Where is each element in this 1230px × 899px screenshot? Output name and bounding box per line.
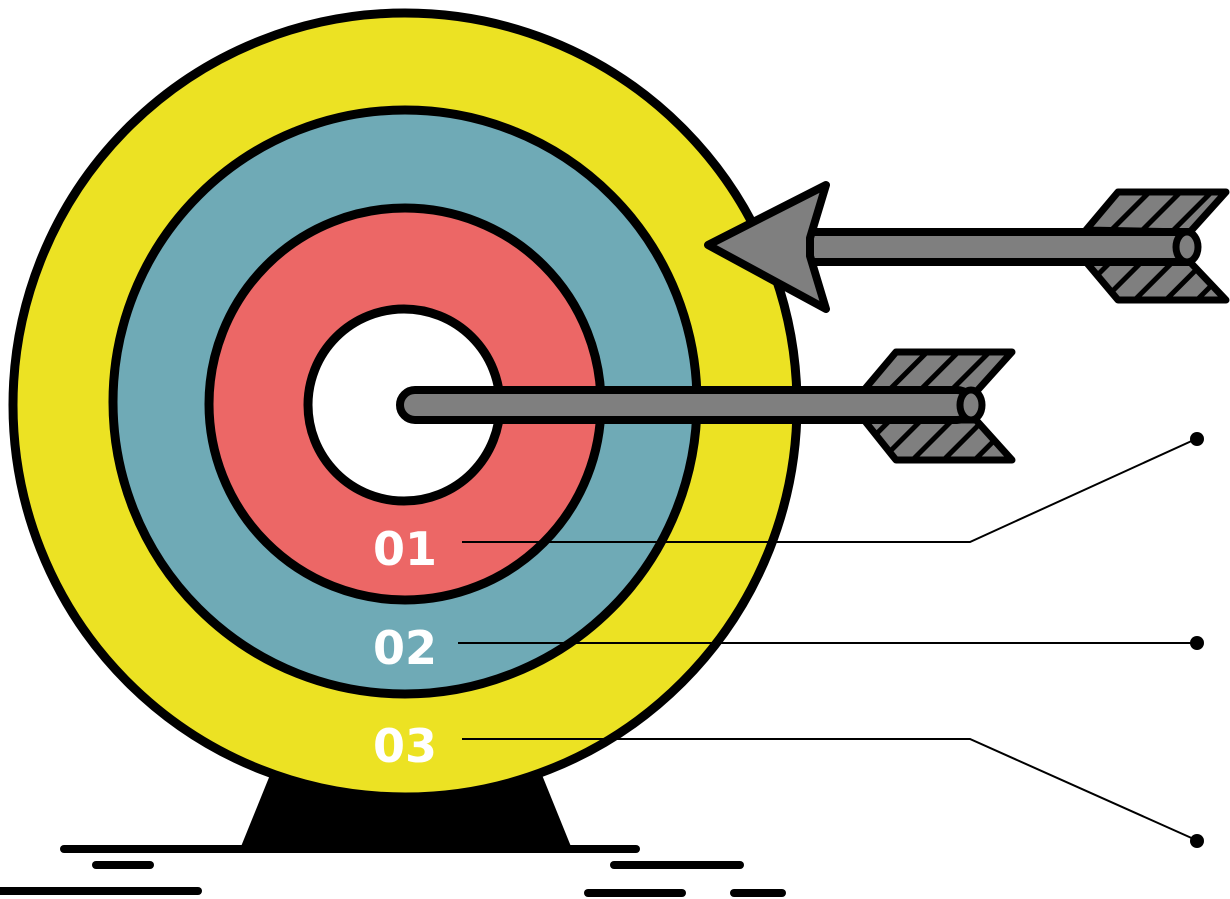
arrow-lower-shaft <box>396 386 976 424</box>
arrow-lower-fletching-bottom <box>860 416 1016 464</box>
arrow-upper-fletching-bottom <box>1082 258 1230 304</box>
arrow-upper-shaft <box>786 228 1192 266</box>
leader-dot-03 <box>1190 834 1204 848</box>
arrow-lower-nock <box>956 386 986 424</box>
ring-label-03: 03 <box>373 719 437 773</box>
arrow-lower <box>396 348 1016 464</box>
arrow-upper-nock <box>1172 228 1202 266</box>
leader-dot-01 <box>1190 432 1204 446</box>
leader-line-01 <box>462 438 1197 543</box>
ground-lines <box>0 845 786 897</box>
ring-label-01: 01 <box>373 522 437 576</box>
leader-dot-02 <box>1190 636 1204 650</box>
ring-label-02: 02 <box>373 621 437 675</box>
arrow-upper-fletching-top <box>1082 188 1230 236</box>
arrow-upper <box>704 181 1230 313</box>
leader-lines <box>458 438 1197 841</box>
leader-line-03 <box>462 738 1197 841</box>
arrow-upper-head <box>704 181 830 313</box>
